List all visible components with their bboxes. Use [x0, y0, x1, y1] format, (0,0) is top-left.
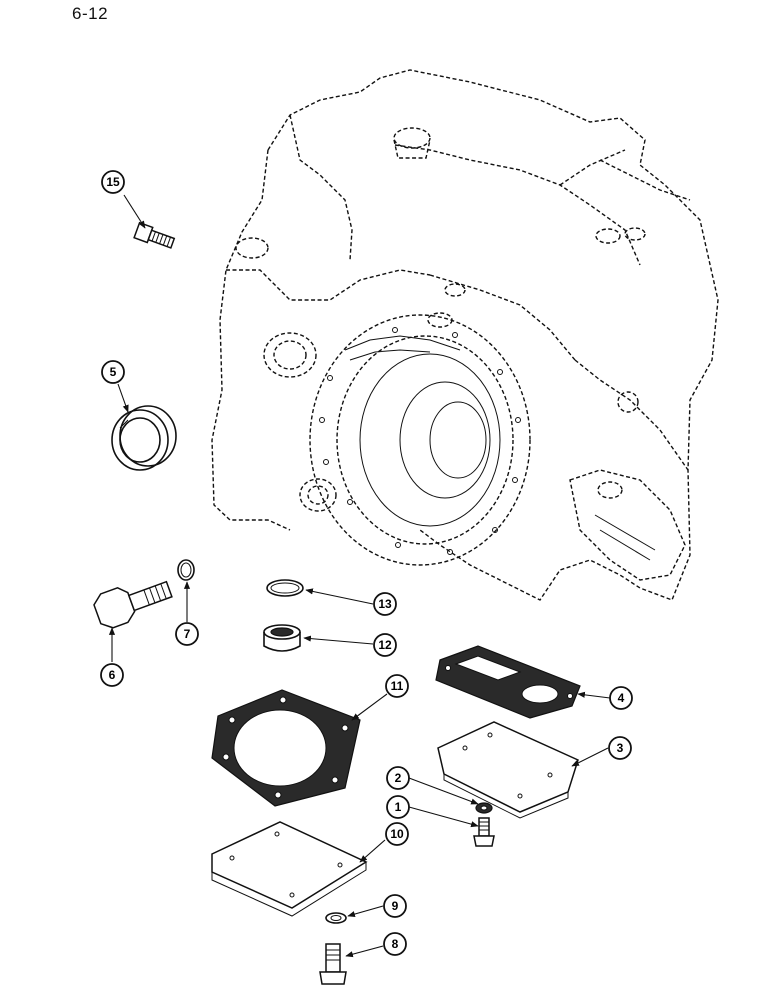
svg-text:12: 12	[378, 638, 392, 652]
svg-text:3: 3	[617, 741, 624, 755]
bolt-small-part	[473, 817, 495, 847]
washer-bottom-part	[325, 912, 347, 924]
svg-text:1: 1	[395, 800, 402, 814]
svg-text:15: 15	[106, 175, 120, 189]
callout-13: 13	[373, 592, 397, 616]
callout-15: 15	[101, 170, 125, 194]
plug-part	[263, 624, 301, 652]
callout-11: 11	[385, 674, 409, 698]
gasket-left-part	[211, 689, 361, 807]
hex-bolt-large-part	[93, 580, 173, 629]
page-number: 6-12	[72, 4, 109, 23]
callout-9: 9	[383, 894, 407, 918]
callout-10: 10	[385, 822, 409, 846]
svg-text:4: 4	[618, 691, 625, 705]
svg-text:6: 6	[109, 668, 116, 682]
seal-ring-part	[111, 405, 177, 471]
callout-4: 4	[609, 686, 633, 710]
svg-text:8: 8	[392, 937, 399, 951]
callout-8: 8	[383, 932, 407, 956]
leader-lines	[108, 194, 611, 958]
cover-plate-left-part	[211, 821, 368, 917]
bolt-top-part	[133, 221, 176, 249]
svg-text:5: 5	[110, 365, 117, 379]
svg-text:13: 13	[378, 597, 392, 611]
washer-small-part	[475, 802, 493, 814]
callout-3: 3	[608, 736, 632, 760]
callouts: 15 5 6 7 13 12 11 4	[100, 170, 633, 956]
svg-text:10: 10	[390, 827, 404, 841]
callout-7: 7	[175, 622, 199, 646]
flange-bolt-holes	[319, 327, 521, 555]
callout-6: 6	[100, 663, 124, 687]
svg-text:2: 2	[395, 771, 402, 785]
cover-plate-right-part	[437, 721, 579, 819]
callout-5: 5	[101, 360, 125, 384]
callout-2: 2	[386, 766, 410, 790]
svg-text:9: 9	[392, 899, 399, 913]
callout-1: 1	[386, 795, 410, 819]
svg-text:11: 11	[391, 679, 404, 693]
transmission-housing	[211, 69, 719, 601]
o-ring-large-part	[266, 579, 304, 597]
bolt-bottom-part	[319, 943, 347, 985]
svg-text:7: 7	[184, 627, 191, 641]
o-ring-small-part	[177, 559, 195, 581]
gasket-right-part	[435, 645, 581, 719]
callout-12: 12	[373, 633, 397, 657]
